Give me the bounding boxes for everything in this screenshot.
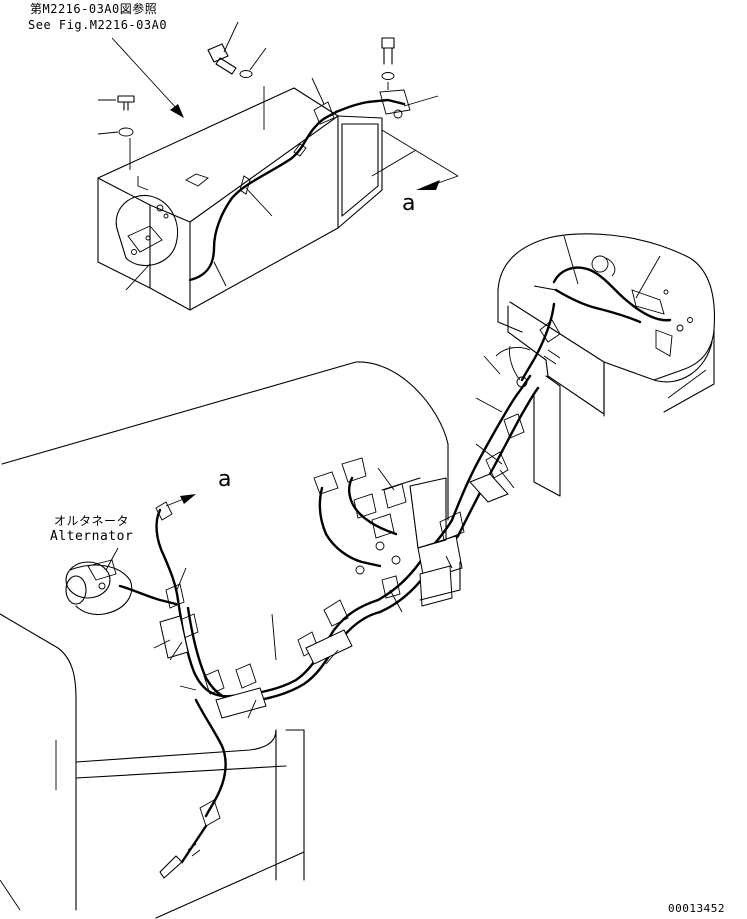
main-frame-outline (0, 361, 449, 919)
reference-label-english: See Fig.M2216-03A0 (28, 18, 168, 32)
reference-label-japanese: 第M2216-03A0図参照 (30, 2, 158, 16)
alternator-label-english: Alternator (50, 529, 134, 544)
view-marker-top: a (402, 191, 416, 216)
alternator-assembly (65, 547, 133, 616)
top-box-assembly (97, 21, 459, 311)
alternator-label-japanese: オルタネータ (54, 514, 130, 528)
right-tank-assembly (497, 233, 715, 497)
view-marker-bottom: a (218, 467, 232, 492)
main-harness (118, 345, 540, 879)
part-number-label: 00013452 (668, 902, 725, 915)
